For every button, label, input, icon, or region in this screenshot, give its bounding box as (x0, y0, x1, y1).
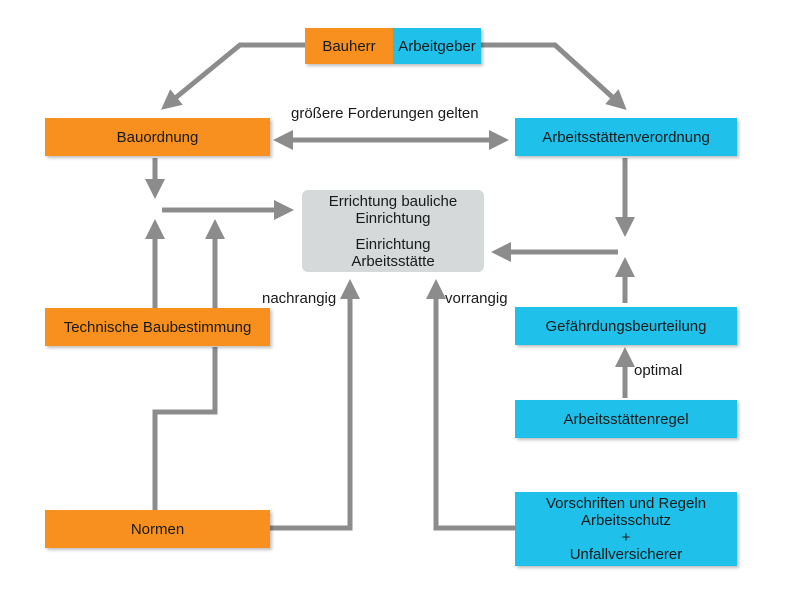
bauordnung-box: Bauordnung (45, 118, 270, 156)
normen-box: Normen (45, 510, 270, 548)
vorschriften-box: Vorschriften und Regeln Arbeitsschutz + … (515, 492, 737, 566)
optimal-label: optimal (634, 362, 683, 379)
arbeitgeber-box: Arbeitgeber (393, 28, 481, 64)
arbeitsstaettenverordnung-label: Arbeitsstättenverordnung (542, 128, 710, 146)
bauherr-box: Bauherr (305, 28, 393, 64)
arbeitgeber-label: Arbeitgeber (398, 37, 476, 55)
nachrangig-label: nachrangig (262, 290, 337, 307)
bauherr-label: Bauherr (322, 37, 376, 55)
arrow-vorschriften-to-center (426, 279, 515, 531)
arrow-bauherr-to-bauordnung (161, 42, 305, 110)
arrow-arbeitgeber-to-asr-verordnung (477, 42, 627, 111)
normen-label: Normen (130, 520, 185, 538)
groessere-forderungen-label: größere Forderungen gelten (291, 105, 479, 122)
line-normen-to-tb (152, 347, 218, 510)
arbeitsstaettenverordnung-box: Arbeitsstättenverordnung (515, 118, 737, 156)
arbeitsstaettenregel-label: Arbeitsstättenregel (563, 410, 689, 428)
gefaehrdungsbeurteilung-box: Gefährdungsbeurteilung (515, 307, 737, 345)
center-bottom-text: Einrichtung Arbeitsstätte (351, 236, 435, 270)
arbeitsstaettenregel-box: Arbeitsstättenregel (515, 400, 737, 438)
vorrangig-label: vorrangig (445, 290, 508, 307)
technische-baubestimmung-box: Technische Baubestimmung (45, 308, 270, 346)
bauordnung-label: Bauordnung (116, 128, 199, 146)
center-top-text: Errichtung bauliche Einrichtung (328, 193, 458, 227)
vorschriften-text: Vorschriften und Regeln Arbeitsschutz + … (545, 495, 707, 563)
center-box: Errichtung bauliche Einrichtung Einricht… (302, 190, 484, 272)
technische-baubestimmung-label: Technische Baubestimmung (63, 318, 252, 336)
gefaehrdungsbeurteilung-label: Gefährdungsbeurteilung (545, 317, 707, 335)
arrow-normen-to-center (270, 279, 360, 531)
